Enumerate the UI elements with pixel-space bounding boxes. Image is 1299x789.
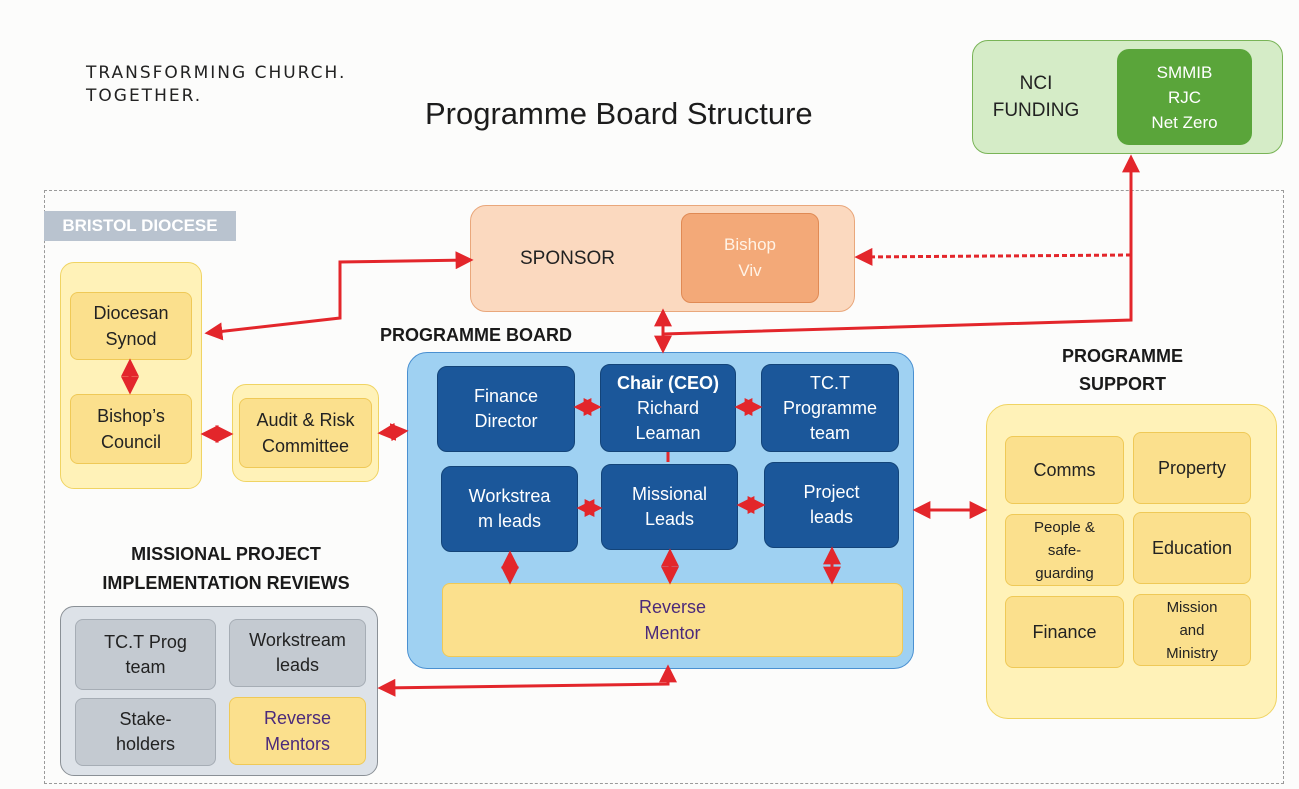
page-title: Programme Board Structure xyxy=(425,96,813,131)
mission-line-3: Ministry xyxy=(1166,644,1218,662)
workstream-line-1: Workstrea xyxy=(468,486,551,506)
reverse-mentor-box: Reverse Mentor xyxy=(442,583,903,657)
property-box: Property xyxy=(1133,432,1251,504)
diocese-region xyxy=(44,190,1284,784)
mission-line-1: Mission xyxy=(1166,598,1218,616)
finance-support-box: Finance xyxy=(1005,596,1124,668)
nci-item-net-zero: Net Zero xyxy=(1151,112,1218,132)
reverse-mentors-box: Reverse Mentors xyxy=(229,697,366,765)
logo: TRANSFORMING CHURCH. TOGETHER. xyxy=(86,62,346,108)
chair-line-3: Leaman xyxy=(635,422,701,443)
workstream-review-box: Workstream leads xyxy=(229,619,366,687)
missional-line-2: Leads xyxy=(644,509,695,529)
people-safeguarding-box: People & safe- guarding xyxy=(1005,514,1124,586)
project-line-1: Project xyxy=(803,482,860,502)
comms-box: Comms xyxy=(1005,436,1124,504)
tct-team-line-1: TC.T xyxy=(810,372,850,393)
mission-line-2: and xyxy=(1179,621,1205,639)
tct-prog-team-box: TC.T Prog team xyxy=(75,619,216,690)
project-line-2: leads xyxy=(809,507,854,527)
nci-item-smmib: SMMIB xyxy=(1156,62,1213,82)
people-line-3: guarding xyxy=(1035,564,1094,582)
workstream-leads-box: Workstrea m leads xyxy=(441,466,578,552)
nci-label-line-1: NCI xyxy=(1019,73,1053,94)
finance-director-line-2: Director xyxy=(474,411,538,431)
missional-leads-box: Missional Leads xyxy=(601,464,738,550)
board-reviews-arrow xyxy=(377,664,677,697)
stakeholders-line-2: holders xyxy=(115,734,176,754)
tct-prog-line-1: TC.T Prog xyxy=(104,631,187,652)
support-heading-line-1: PROGRAMME xyxy=(1062,346,1183,366)
nci-label-line-2: FUNDING xyxy=(992,100,1080,121)
chair-line-2: Richard xyxy=(636,397,699,418)
stakeholders-line-1: Stake- xyxy=(119,709,172,729)
workstream-line-2: m leads xyxy=(477,511,542,531)
reverse-mentors-line-1: Reverse xyxy=(263,708,332,728)
nci-item-rjc: RJC xyxy=(1167,87,1202,107)
audit-line-1: Audit & Risk xyxy=(256,410,355,430)
missional-line-1: Missional xyxy=(631,484,708,504)
sponsor-label: SPONSOR xyxy=(520,248,616,269)
synod-line-2: Synod xyxy=(105,329,157,349)
education-box: Education xyxy=(1133,512,1251,584)
sponsor-bishop-box: Bishop Viv xyxy=(681,213,819,303)
reverse-mentor-line-1: Reverse xyxy=(638,597,707,617)
audit-risk-box: Audit & Risk Committee xyxy=(239,398,372,468)
sponsor-line-1: Bishop xyxy=(724,235,776,254)
nci-funding-label: NCI FUNDING xyxy=(980,70,1092,124)
reverse-mentors-line-2: Mentors xyxy=(264,734,331,754)
synod-line-1: Diocesan xyxy=(93,303,169,323)
workstream-review-line-2: leads xyxy=(275,655,320,675)
diocese-tag: BRISTOL DIOCESE xyxy=(44,211,236,241)
mission-ministry-box: Mission and Ministry xyxy=(1133,594,1251,666)
logo-line-1: TRANSFORMING CHURCH. xyxy=(86,63,347,83)
reviews-heading-line-2: IMPLEMENTATION REVIEWS xyxy=(102,573,350,593)
project-leads-box: Project leads xyxy=(764,462,899,548)
chair-box: Chair (CEO) Richard Leaman xyxy=(600,364,736,452)
synod-sponsor-arrow xyxy=(204,251,474,341)
nci-funding-sources: SMMIB RJC Net Zero xyxy=(1117,49,1252,145)
chair-line-1: Chair (CEO) xyxy=(616,372,719,393)
diocesan-synod-box: Diocesan Synod xyxy=(70,292,192,360)
workstream-review-line-1: Workstream xyxy=(249,630,346,650)
finance-director-line-1: Finance xyxy=(473,386,539,406)
tct-team-line-2: Programme xyxy=(782,397,878,418)
people-line-1: People & xyxy=(1034,518,1095,536)
council-line-1: Bishop’s xyxy=(97,406,165,426)
reviews-heading-line-1: MISSIONAL PROJECT xyxy=(131,544,321,564)
tct-programme-team-box: TC.T Programme team xyxy=(761,364,899,452)
tct-prog-line-2: team xyxy=(125,656,166,677)
logo-line-2: TOGETHER. xyxy=(86,86,203,106)
finance-director-box: Finance Director xyxy=(437,366,575,452)
board-nci-arrow xyxy=(662,154,1140,336)
tct-team-line-3: team xyxy=(809,422,851,443)
audit-line-2: Committee xyxy=(261,436,349,456)
reverse-mentor-line-2: Mentor xyxy=(644,623,701,643)
support-heading-line-2: SUPPORT xyxy=(1078,374,1166,394)
council-line-2: Council xyxy=(100,432,162,452)
bishops-council-box: Bishop’s Council xyxy=(70,394,192,464)
stakeholders-box: Stake- holders xyxy=(75,698,216,766)
people-line-2: safe- xyxy=(1047,541,1082,559)
nci-sponsor-dotted-arrow xyxy=(854,247,1132,266)
sponsor-line-2: Viv xyxy=(738,261,762,280)
programme-support-heading: PROGRAMME SUPPORT xyxy=(1040,342,1205,398)
audit-board-arrow xyxy=(377,422,409,442)
missional-reviews-heading: MISSIONAL PROJECT IMPLEMENTATION REVIEWS xyxy=(66,540,386,598)
